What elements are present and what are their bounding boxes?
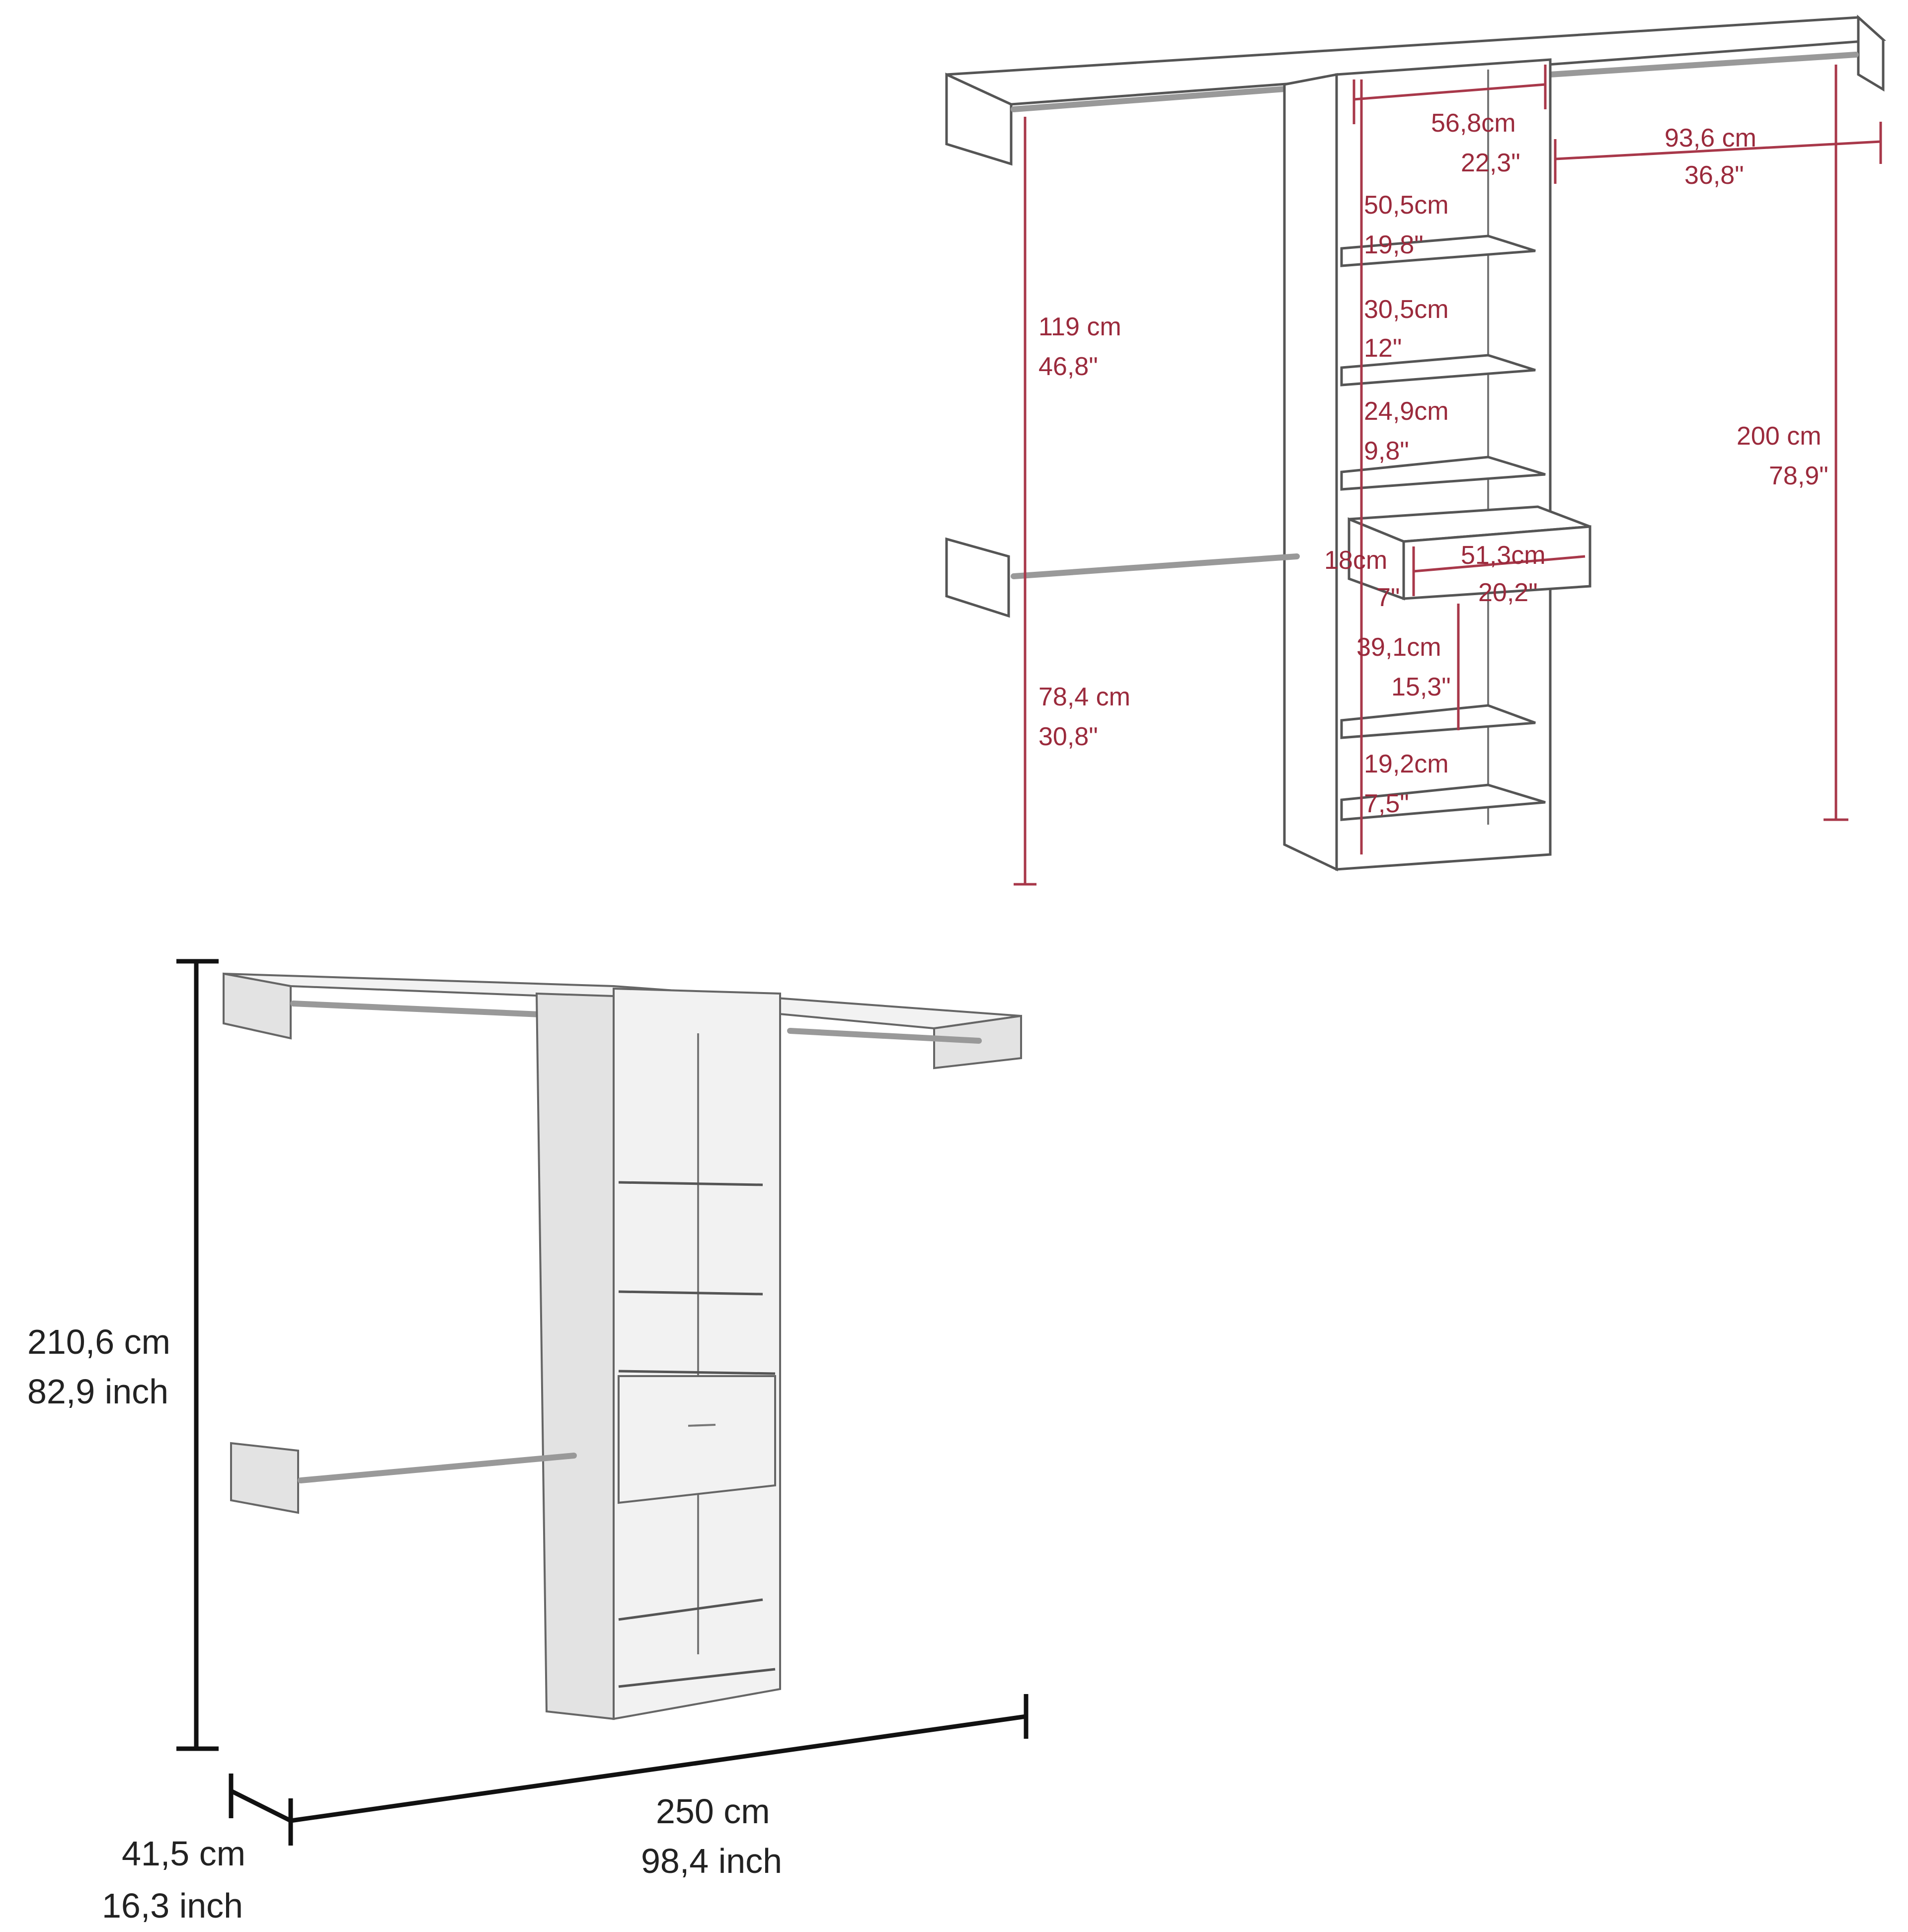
left-top-bracket <box>945 73 1013 166</box>
dim-93-cm: 93,6 cm <box>1665 124 1756 153</box>
dim-56-cm: 56,8cm <box>1431 109 1516 138</box>
overall-width-cm: 250 cm <box>656 1792 770 1831</box>
shelf <box>1340 354 1536 386</box>
left-lower-rod <box>1011 553 1300 579</box>
dim-200-in: 78,9" <box>1769 462 1828 490</box>
dim-30-cm: 30,5cm <box>1364 295 1449 324</box>
overall-drawer <box>618 1375 776 1504</box>
overall-lower-rod <box>298 1453 577 1483</box>
shelf <box>1340 704 1536 739</box>
dim-39-in: 15,3" <box>1391 673 1451 701</box>
overall-right-top-rod <box>787 1028 982 1044</box>
overall-tower-side <box>535 992 615 1720</box>
overall-depth-in: 16,3 inch <box>102 1886 243 1925</box>
overall-depth-cm: 41,5 cm <box>122 1834 245 1873</box>
dim-19-in: 7,5" <box>1364 789 1409 818</box>
overall-left-top-rod <box>290 1001 577 1019</box>
dim-50-cm: 50,5cm <box>1364 191 1449 220</box>
overall-width-in: 98,4 inch <box>641 1842 782 1880</box>
dim-18-in: 7" <box>1376 583 1400 612</box>
overall-height-in: 82,9 inch <box>27 1372 168 1411</box>
dim-24-cm: 24,9cm <box>1364 397 1449 426</box>
dim-51-cm: 51,3cm <box>1461 541 1546 570</box>
dim-39-cm: 39,1cm <box>1356 633 1441 662</box>
tower-left-side <box>1283 73 1338 871</box>
shelf <box>1340 456 1546 491</box>
right-top-rod <box>1547 52 1859 77</box>
shelf <box>1340 234 1536 267</box>
overall-tower-body <box>613 987 781 1720</box>
right-top-bracket <box>1857 14 1885 92</box>
overall-height-cm: 210,6 cm <box>27 1322 170 1361</box>
dim-78-in: 30,8" <box>1038 722 1098 751</box>
overall-lower-bracket <box>230 1442 299 1514</box>
dim-50-in: 19,8" <box>1364 231 1424 259</box>
dim-119-in: 46,8" <box>1038 352 1098 381</box>
dim-200-cm: 200 cm <box>1737 422 1822 451</box>
overall-left-bracket <box>223 972 292 1040</box>
dim-19-cm: 19,2cm <box>1364 750 1449 778</box>
dim-78-cm: 78,4 cm <box>1038 683 1130 711</box>
dim-24-in: 9,8" <box>1364 437 1409 465</box>
overall-view: 210,6 cm 82,9 inch 250 cm 98,4 inch 41,5… <box>27 959 1029 1925</box>
dim-18-cm: 18cm <box>1324 546 1387 575</box>
shelf <box>1340 783 1546 821</box>
dim-93-in: 36,8" <box>1684 161 1744 190</box>
dim-119-cm: 119 cm <box>1038 312 1121 341</box>
left-top-rod <box>1011 84 1315 112</box>
dim-51-in: 20,2" <box>1478 578 1538 607</box>
dim-30-in: 12" <box>1364 334 1402 363</box>
dim-56-in: 22,3" <box>1461 149 1520 177</box>
left-lower-bracket <box>945 537 1010 618</box>
detail-view: 119 cm 46,8" 78,4 cm 30,8" 56,8cm 22,3" … <box>945 14 1887 886</box>
